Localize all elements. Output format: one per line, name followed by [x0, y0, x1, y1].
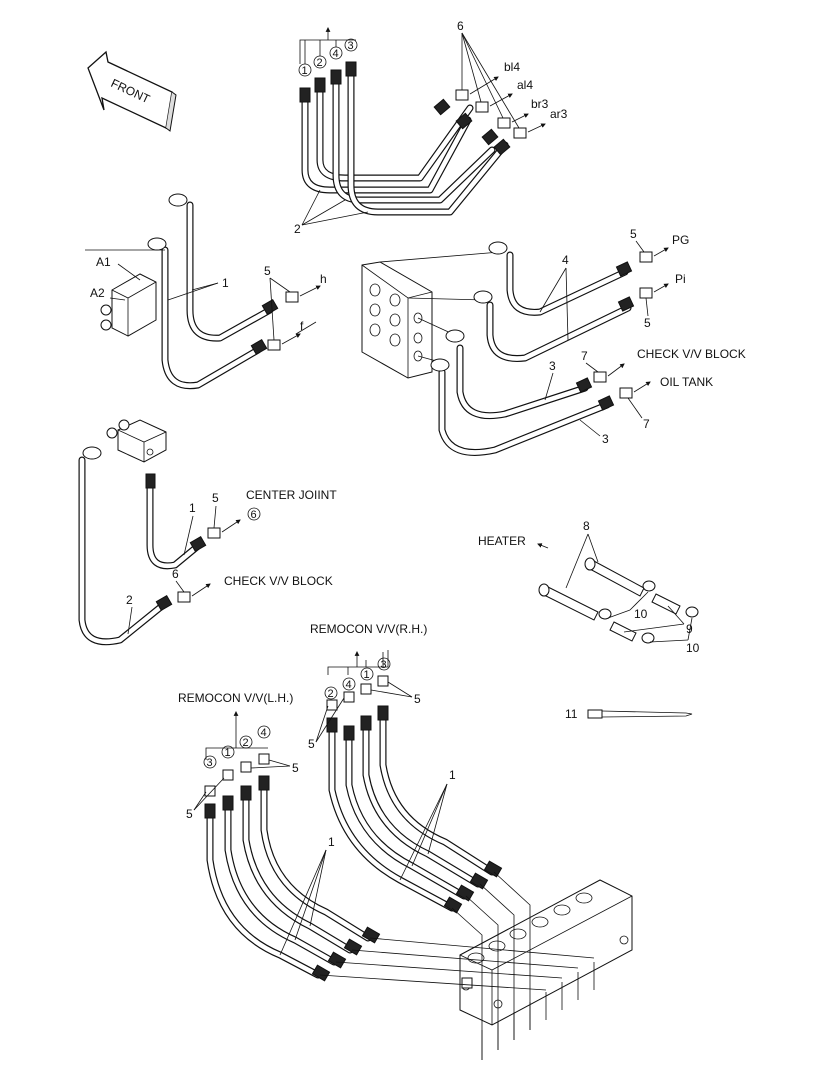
rh-hose-d	[379, 711, 496, 876]
mid-part-5: 5	[212, 491, 219, 505]
bottom-part-5-lh-left: 5	[186, 807, 193, 821]
bottom-part-1-lh: 1	[328, 835, 335, 849]
left-hose-upper	[186, 201, 274, 342]
hose-4-upper	[506, 251, 629, 316]
left-hose-lower	[161, 246, 262, 390]
bottom-part-5-lh-right: 5	[292, 761, 299, 775]
port-al4: al4	[517, 78, 533, 92]
lh-circled-1: 1	[225, 747, 231, 759]
right-part-5b: 5	[644, 316, 651, 330]
heater-part-10b: 10	[686, 641, 700, 655]
check-block-label-mid: CHECK V/V BLOCK	[224, 574, 333, 588]
right-part-7b: 7	[643, 417, 650, 431]
mid-hose-1	[146, 476, 202, 570]
port-bl4: bl4	[504, 60, 520, 74]
heater-part-10a: 10	[634, 607, 648, 621]
lh-circled-4: 4	[261, 727, 267, 739]
top-circled-numbers: 1 2 4 3	[298, 28, 358, 77]
lh-hose-d	[260, 786, 372, 942]
check-block-label-right: CHECK V/V BLOCK	[637, 347, 746, 361]
bottom-part-5-rh-right: 5	[414, 692, 421, 706]
bottom-part-5-rh-left: 5	[308, 737, 315, 751]
remocon-rh-label: REMOCON V/V(R.H.)	[310, 622, 427, 636]
a2-valve	[100, 273, 157, 337]
lh-hose-c	[242, 796, 354, 954]
rh-hose-a	[328, 721, 456, 912]
rh-hose-b	[345, 731, 468, 900]
remocon-lh-label: REMOCON V/V(L.H.)	[178, 691, 293, 705]
top-hose-2	[316, 84, 474, 182]
control-valve-block	[319, 871, 633, 1060]
lh-circled-3: 3	[207, 757, 213, 769]
rh-circled-3: 3	[381, 659, 387, 671]
heater-label: HEATER	[478, 534, 526, 548]
label-a2: A2	[90, 286, 105, 300]
center-joint-label: CENTER JOIINT	[246, 488, 337, 502]
bottom-hose-group: REMOCON V/V(R.H.) 2 4 1 3 REMOCON V/V(L.…	[178, 622, 633, 1060]
port-br3: br3	[531, 97, 549, 111]
hose-3-lower	[438, 368, 611, 456]
top-circled-4: 4	[333, 48, 339, 60]
mid-part-1: 1	[189, 501, 196, 515]
right-hose-group: PG Pi CHECK V/V BLOCK OIL TANK 5 5 4 7 7…	[361, 227, 746, 456]
port-pg: PG	[672, 233, 689, 247]
cable-tie: 11	[565, 707, 693, 721]
right-part-5a: 5	[630, 227, 637, 241]
mid-part-2: 2	[126, 593, 133, 607]
middle-left-hose-group: 5 CENTER JOIINT 6 1 6 CHECK V/V BLOCK 2	[78, 419, 337, 646]
top-hose-1	[301, 94, 472, 194]
right-part-4: 4	[562, 253, 569, 267]
top-hose-group: bl4 al4 br3 ar3 6 2 1 2 4 3	[294, 19, 568, 236]
left-hose-group: h f 5 1 A1 A2	[85, 193, 327, 390]
front-arrow-icon: FRONT	[87, 50, 177, 132]
left-part-5: 5	[264, 264, 271, 278]
heater-group: HEATER 8 10 9 10	[478, 519, 700, 655]
port-h: h	[320, 272, 327, 286]
port-ar3: ar3	[550, 107, 568, 121]
manifold-block	[361, 261, 433, 379]
hose-3-upper	[456, 344, 589, 420]
top-circled-1: 1	[302, 65, 308, 77]
lh-circled-2: 2	[243, 737, 249, 749]
heater-part-8: 8	[583, 519, 590, 533]
heater-hose-upper	[584, 557, 645, 597]
part-6-label: 6	[457, 19, 464, 33]
hose-4-lower	[486, 301, 632, 363]
right-part-3b: 3	[602, 432, 609, 446]
oil-tank-label: OIL TANK	[660, 375, 713, 389]
top-circled-2: 2	[317, 57, 323, 69]
heater-hose-lower	[538, 583, 599, 621]
part-2-label: 2	[294, 222, 301, 236]
lh-hose-a	[206, 811, 322, 979]
lh-hose-b	[224, 806, 338, 966]
rh-hose-c	[362, 721, 482, 888]
label-a1: A1	[96, 255, 111, 269]
small-valve	[106, 419, 167, 463]
top-hose-3	[332, 80, 496, 204]
port-f: f	[300, 319, 304, 333]
rh-circled-4: 4	[346, 679, 352, 691]
right-part-7a: 7	[581, 349, 588, 363]
center-joint-circled: 6	[251, 509, 257, 521]
bottom-part-1-rh: 1	[449, 768, 456, 782]
tie-part-11: 11	[565, 707, 578, 721]
port-pi: Pi	[675, 272, 686, 286]
top-circled-3: 3	[348, 40, 354, 52]
mid-hose-2	[78, 456, 166, 646]
top-hose-4	[347, 70, 509, 216]
heater-part-9: 9	[686, 622, 693, 636]
rh-circled-2: 2	[328, 688, 334, 700]
mid-part-6: 6	[172, 567, 179, 581]
left-part-1: 1	[222, 276, 229, 290]
right-part-3a: 3	[549, 359, 556, 373]
rh-circled-1: 1	[364, 669, 370, 681]
